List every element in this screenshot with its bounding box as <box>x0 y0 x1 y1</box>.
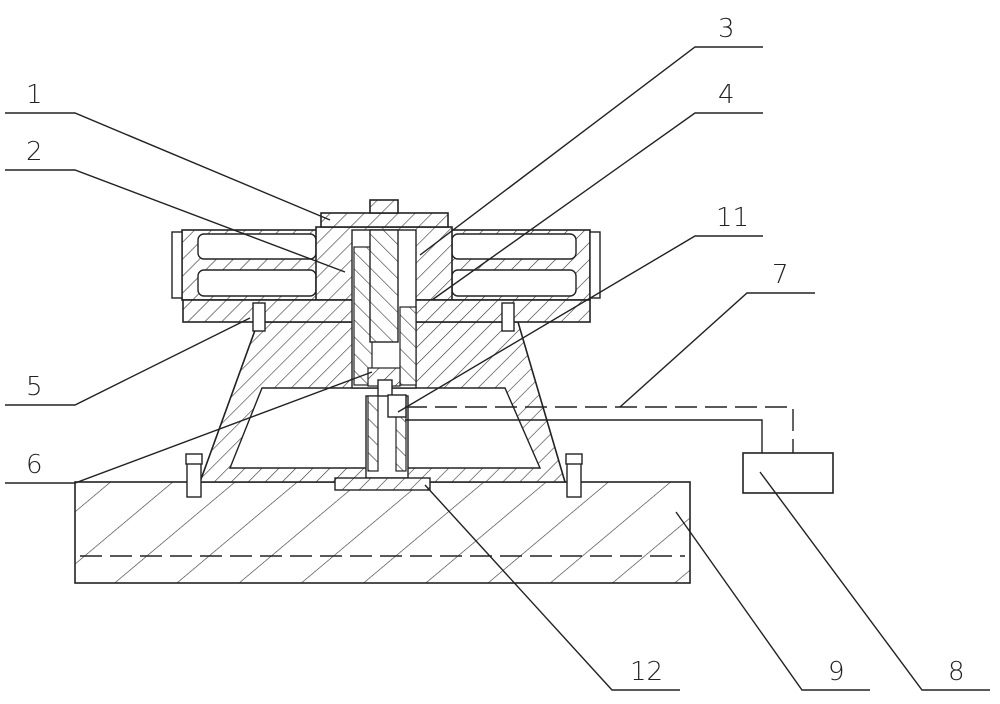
label-7: 7 <box>772 260 789 290</box>
base-block <box>75 482 690 583</box>
label-3: 3 <box>718 14 735 44</box>
lower-column <box>366 395 408 478</box>
label-9: 9 <box>828 657 845 687</box>
bottom-plate <box>335 478 430 490</box>
label-5: 5 <box>26 372 43 402</box>
label-12: 12 <box>630 657 663 687</box>
label-4: 4 <box>718 80 735 110</box>
label-6: 6 <box>26 450 43 480</box>
top-cap <box>321 200 448 227</box>
controller-box <box>743 453 833 493</box>
label-2: 2 <box>26 137 43 167</box>
label-11: 11 <box>716 203 749 233</box>
label-1: 1 <box>26 80 43 110</box>
label-8: 8 <box>948 657 965 687</box>
